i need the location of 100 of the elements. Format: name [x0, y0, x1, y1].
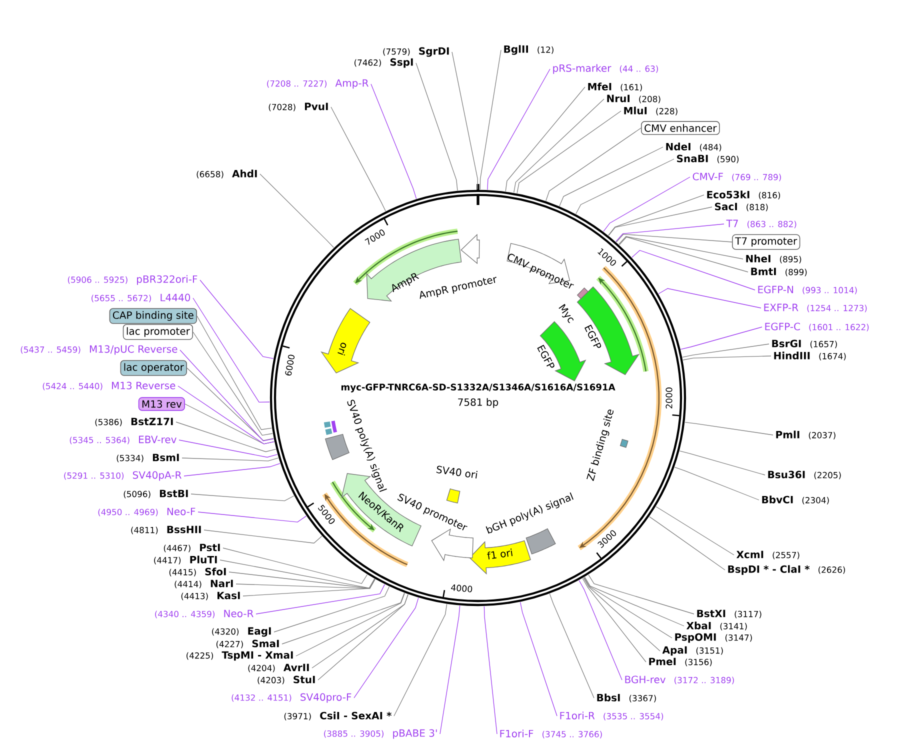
primer-label: T7 (863 .. 882): [726, 220, 796, 228]
leader-line: [546, 128, 642, 202]
leader-line: [658, 288, 762, 308]
primer-label: (4132 .. 4151) SV40pro-F: [232, 693, 352, 703]
site-label: (4413) KasI: [181, 592, 240, 600]
leader-line: [178, 440, 278, 458]
leader-line: [260, 174, 334, 248]
leader-line: [312, 594, 408, 668]
primer-label: (5424 .. 5440) M13 Reverse: [42, 382, 176, 390]
site-label: ApaI (3151): [662, 646, 723, 656]
site-label: (4227) SmaI: [216, 640, 279, 648]
tick-label: 4000: [450, 584, 472, 592]
site-label: MluI (228): [624, 106, 678, 116]
leader-line: [178, 386, 274, 444]
leader-line: [220, 560, 375, 588]
leader-line: [608, 206, 712, 236]
site-label: XbaI (3141): [686, 622, 747, 630]
leader-line: [196, 316, 272, 430]
leader-line: [516, 110, 622, 194]
primer-label: (3885 .. 3905) pBABE 3': [324, 729, 437, 739]
leader-line: [618, 236, 744, 260]
primer-label: EGFP-N (993 .. 1014): [758, 286, 857, 294]
leader-line: [354, 597, 419, 698]
site-label: (4467) PstI: [164, 544, 220, 552]
site-label: Eco53kI (816): [707, 190, 780, 200]
site-label: Bsu36I (2205): [768, 470, 841, 480]
origin-box: SV40 ori: [436, 466, 478, 504]
leader-line: [370, 84, 417, 200]
leader-line: [192, 298, 270, 403]
leader-line: [256, 584, 385, 614]
leader-line: [452, 52, 478, 190]
site-label: (7028) PvuI: [268, 102, 328, 112]
leader-line: [514, 98, 604, 193]
site-label: MfeI (161): [588, 82, 642, 92]
site-label: XcmI (2557): [736, 550, 800, 560]
title: myc-GFP-TNRC6A-SD-S1332A/S1346A/S1616A/S1691A: [341, 384, 616, 392]
site-label: NruI (208): [607, 94, 660, 104]
site-label: PspOMI (3147): [675, 633, 752, 643]
site-label: (4320) EagI: [212, 627, 271, 637]
site-label: PmeI (3156): [649, 658, 712, 666]
leader-line: [583, 577, 660, 652]
feature-label-box: lac operator: [120, 360, 187, 376]
leader-line: [198, 512, 307, 522]
site-label: (4414) NarI: [174, 580, 233, 588]
leader-line: [680, 326, 762, 350]
site-label: (4415) SfoI: [169, 568, 226, 576]
leader-line: [186, 368, 274, 441]
leader-line: [330, 106, 386, 212]
leader-line: [394, 604, 448, 716]
leader-line: [440, 605, 460, 734]
site-label: (4417) PluTI: [154, 556, 217, 564]
site-label: BbsI (3367): [597, 694, 656, 702]
leader-line: [619, 236, 748, 272]
site-label: (7462) SspI: [354, 58, 413, 68]
leader-line: [176, 422, 276, 452]
feature-label-box: CMV enhancer: [641, 121, 720, 135]
leader-line: [576, 158, 674, 214]
plasmid-ring: [270, 190, 686, 606]
site-label: SacI (818): [714, 202, 768, 212]
primer-label: (5655 .. 5672) L4440: [92, 294, 190, 302]
leader-line: [487, 68, 550, 190]
leader-line: [182, 458, 279, 462]
primer-label: EXFP-R (1254 .. 1273): [764, 304, 867, 312]
site-label: BsrGI (1657): [772, 340, 837, 348]
leader-line: [682, 356, 772, 360]
leader-line: [228, 572, 376, 589]
primer-label: pRS-marker (44 .. 63): [553, 64, 658, 74]
site-label: BmtI (899): [751, 268, 807, 276]
site-label: (4225) TspMI - XmaI: [186, 651, 293, 661]
primer-label: F1ori-F (3745 .. 3766): [500, 730, 602, 738]
feature-label-box: M13 rev: [138, 397, 185, 411]
leader-line: [588, 574, 694, 614]
leader-line: [520, 602, 558, 716]
leader-line: [200, 280, 274, 359]
feature-label-box: CAP binding site: [109, 308, 197, 324]
leader-line: [505, 86, 586, 192]
site-label: BbvCI (2304): [762, 496, 829, 504]
leader-line: [559, 146, 664, 206]
leader-line: [684, 422, 774, 436]
leader-line: [480, 50, 502, 190]
site-label: (5096) BstBI: [124, 490, 188, 498]
leader-line: [222, 548, 368, 584]
tick-label: 2000: [666, 388, 672, 408]
primer-label: (5437 .. 5459) M13/pUC Reverse: [20, 345, 178, 355]
site-label: PmlI (2037): [776, 430, 836, 440]
leader-line: [608, 194, 704, 236]
primer-label: EGFP-C (1601 .. 1622): [765, 322, 869, 332]
site-label: BstXI (3117): [697, 610, 762, 618]
site-label: (4203) StuI: [258, 676, 315, 684]
leader-line: [616, 234, 732, 242]
leader-line: [282, 592, 405, 644]
primer-label: (7208 .. 7227) Amp-R: [267, 79, 368, 89]
primer-label: (4340 .. 4359) Neo-R: [155, 610, 254, 618]
leader-line: [416, 62, 458, 191]
site-label: (4811) BssHII: [131, 526, 201, 534]
leader-line: [192, 332, 273, 436]
leader-line: [649, 516, 726, 570]
node-label: SV40 ori: [436, 466, 478, 478]
site-label: (3971) CsiI - SexAI *: [284, 712, 392, 720]
leader-line: [674, 466, 760, 500]
